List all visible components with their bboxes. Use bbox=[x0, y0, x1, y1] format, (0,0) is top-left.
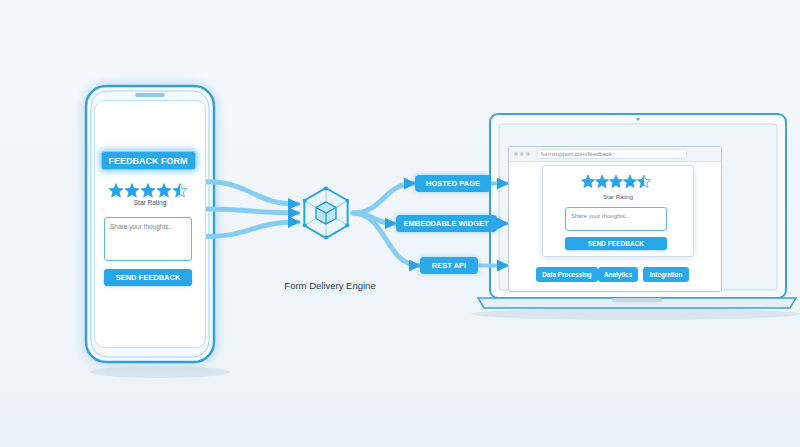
node-text: Share your thoughts... bbox=[571, 213, 630, 219]
star-icon bbox=[609, 175, 622, 188]
laptop-base bbox=[478, 298, 796, 308]
engine-hexagon-icon bbox=[299, 186, 353, 240]
node-text: Analytics bbox=[604, 271, 632, 278]
node-text: Form Delivery Engine bbox=[271, 280, 389, 291]
star-icon bbox=[595, 175, 608, 188]
phone-shadow bbox=[90, 366, 230, 378]
form-header-button: FEEDBACK FORM bbox=[101, 151, 196, 170]
delivery-tag: HOSTED PAGE bbox=[415, 175, 491, 192]
service-box: Data Processing bbox=[536, 267, 598, 282]
star-icon bbox=[623, 175, 636, 188]
text-area: Share your thoughts... bbox=[565, 207, 667, 231]
flow-connector bbox=[498, 222, 508, 226]
node-text: REST API bbox=[432, 261, 466, 270]
node-text: Share your thoughts... bbox=[110, 223, 174, 230]
node-text: FEEDBACK FORM bbox=[109, 156, 188, 166]
laptop-notch bbox=[612, 298, 662, 302]
node-text: formsupport.com/feedback bbox=[541, 150, 612, 159]
browser-dot bbox=[526, 152, 530, 156]
phone-speaker bbox=[135, 93, 165, 97]
node-text: SEND FEEDBACK bbox=[116, 273, 181, 282]
star-icon bbox=[109, 184, 123, 198]
star-rating-icons bbox=[543, 172, 689, 192]
node-text: Star Rating bbox=[95, 199, 205, 206]
star-rating-icons bbox=[95, 181, 201, 201]
service-box: Integration bbox=[643, 267, 689, 282]
node-text: Integration bbox=[650, 271, 683, 278]
laptop-shadow bbox=[471, 308, 800, 320]
text-area: Share your thoughts... bbox=[104, 217, 192, 261]
phone-bezel bbox=[91, 91, 209, 357]
browser-dot bbox=[514, 152, 518, 156]
send-button: SEND FEEDBACK bbox=[104, 269, 192, 286]
delivery-engine: Form Delivery Engine bbox=[271, 186, 389, 304]
phone-screen: Star Rating FEEDBACK FORM Share your thoug… bbox=[94, 100, 206, 348]
flow-connector bbox=[206, 222, 298, 236]
node-text: SEND FEEDBACK bbox=[588, 240, 644, 247]
star-icon bbox=[637, 175, 650, 188]
delivery-tag: EMBEDDABLE WIDGET bbox=[396, 215, 497, 232]
browser-dot bbox=[520, 152, 524, 156]
send-button: SEND FEEDBACK bbox=[565, 237, 667, 250]
browser-window: formsupport.com/feedbackStar RatingShare… bbox=[508, 146, 722, 292]
flow-connector bbox=[353, 184, 414, 214]
star-icon bbox=[125, 184, 139, 198]
node-text: EMBEDDABLE WIDGET bbox=[404, 219, 489, 228]
star-icon bbox=[141, 184, 155, 198]
laptop-camera bbox=[636, 117, 639, 120]
flow-connector bbox=[479, 264, 507, 268]
flow-connector bbox=[206, 209, 298, 213]
star-icon bbox=[581, 175, 594, 188]
flow-connector bbox=[206, 182, 298, 204]
star-icon bbox=[157, 184, 171, 198]
star-icon bbox=[173, 184, 187, 198]
laptop-screen-frame bbox=[490, 114, 786, 298]
delivery-tag: REST API bbox=[420, 257, 478, 274]
node-text: HOSTED PAGE bbox=[426, 179, 480, 188]
feedback-card: Star RatingShare your thoughts... SEND FE… bbox=[542, 165, 694, 257]
node-text: Star Rating bbox=[543, 194, 693, 200]
service-box: Analytics bbox=[598, 267, 638, 282]
node-text: Data Processing bbox=[542, 271, 591, 278]
phone-body bbox=[86, 86, 214, 362]
flow-connector bbox=[492, 182, 507, 186]
